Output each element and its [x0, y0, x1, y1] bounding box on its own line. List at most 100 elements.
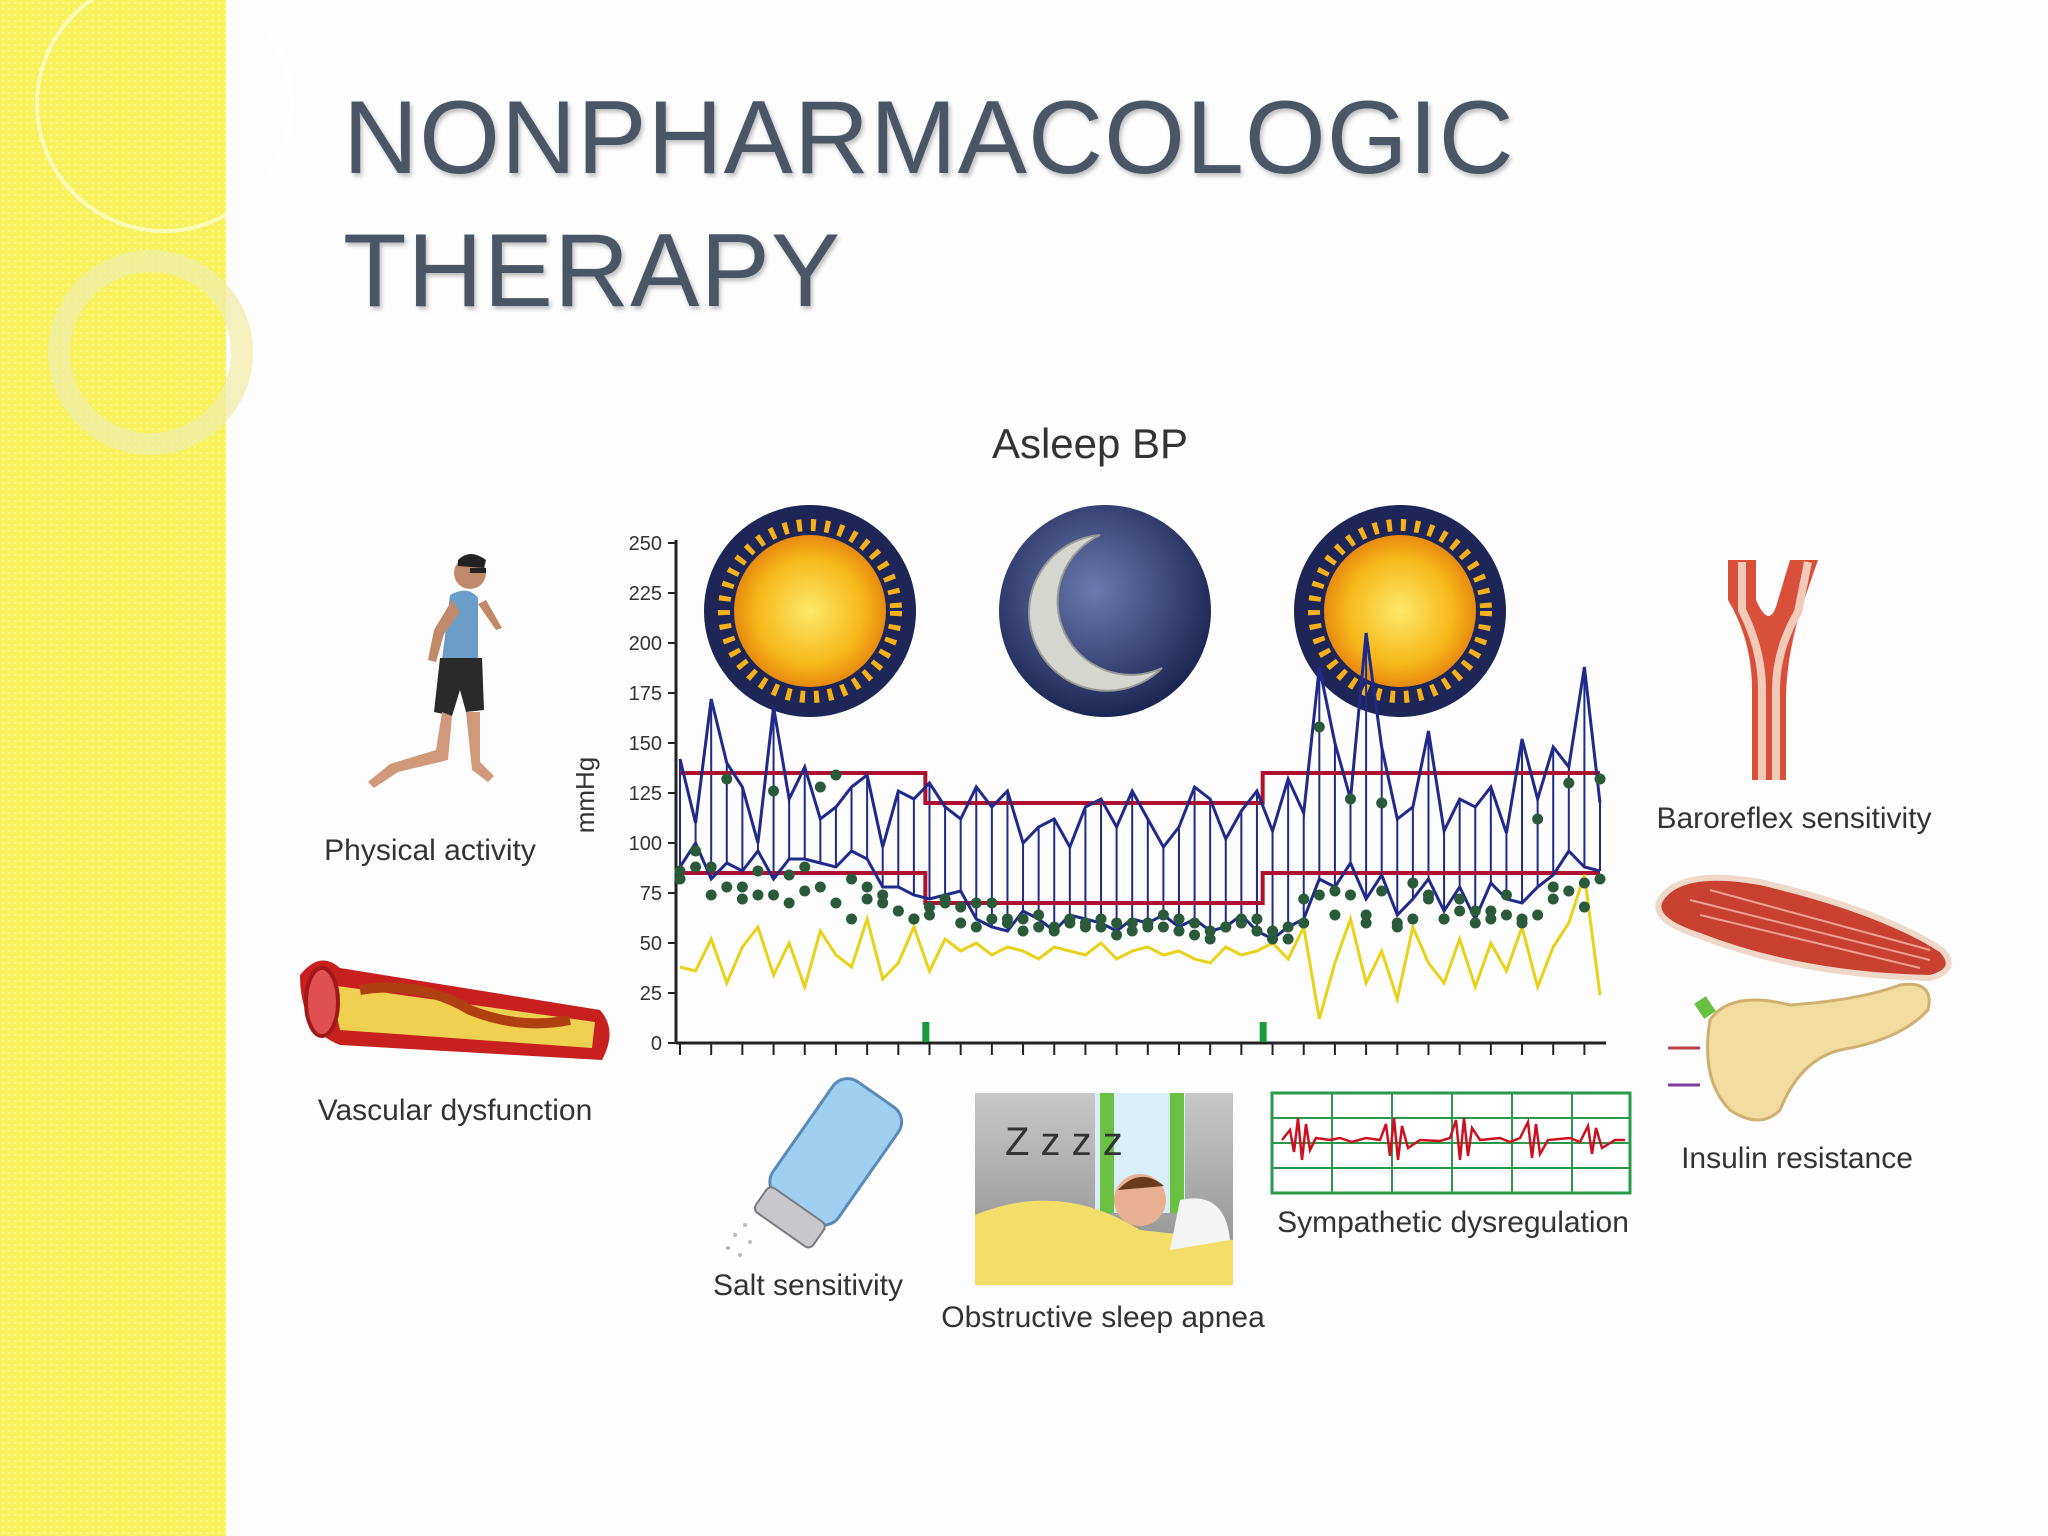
data-point: [752, 889, 764, 901]
data-point: [1111, 929, 1123, 941]
label-baroreflex-sensitivity: Baroreflex sensitivity: [1656, 802, 1931, 835]
data-point: [1157, 909, 1169, 921]
data-point: [923, 909, 935, 921]
data-point: [1563, 777, 1575, 789]
systolic-line: [678, 632, 1602, 851]
data-point: [846, 913, 858, 925]
data-point: [1407, 877, 1419, 889]
sleep-zzz: Z z z z: [1005, 1120, 1123, 1164]
data-point: [1095, 913, 1107, 925]
data-point: [955, 917, 967, 929]
data-point: [1001, 913, 1013, 925]
data-point: [846, 873, 858, 885]
data-point: [768, 889, 780, 901]
data-point: [1111, 917, 1123, 929]
data-point: [1329, 885, 1341, 897]
y-tick-label: 100: [629, 833, 662, 855]
data-point: [1391, 917, 1403, 929]
data-point: [1438, 913, 1450, 925]
data-point: [939, 893, 951, 905]
data-point: [814, 781, 826, 793]
data-point: [1532, 909, 1544, 921]
data-point: [1485, 913, 1497, 925]
data-point: [1547, 893, 1559, 905]
data-point: [1454, 905, 1466, 917]
muscle-icon: [1655, 874, 1952, 982]
data-point: [1173, 925, 1185, 937]
chart-title: Asleep BP: [992, 420, 1188, 467]
y-tick-label: 50: [640, 933, 662, 955]
data-point: [830, 897, 842, 909]
data-point: [1282, 921, 1294, 933]
data-point: [1017, 913, 1029, 925]
data-point: [1204, 925, 1216, 937]
y-tick-label: 175: [629, 683, 662, 705]
data-point: [877, 889, 889, 901]
threshold-line: [680, 871, 1600, 905]
data-point: [861, 893, 873, 905]
period-marker: [922, 1022, 930, 1042]
data-point: [736, 893, 748, 905]
runner-icon: [368, 554, 502, 788]
data-point: [690, 861, 702, 873]
data-point: [1422, 889, 1434, 901]
data-point: [799, 885, 811, 897]
data-point: [721, 881, 733, 893]
data-point: [1033, 921, 1045, 933]
artery-bifurcation-icon: [1728, 560, 1818, 780]
label-vascular-dysfunction: Vascular dysfunction: [318, 1094, 593, 1127]
data-point: [1516, 913, 1528, 925]
data-point: [1360, 917, 1372, 929]
data-point: [783, 869, 795, 881]
data-point: [1547, 881, 1559, 893]
data-point: [1126, 925, 1138, 937]
y-tick-label: 150: [629, 733, 662, 755]
sun-icon: [704, 505, 916, 717]
data-point: [1298, 917, 1310, 929]
y-tick-label: 250: [629, 533, 662, 555]
data-point: [877, 897, 889, 909]
data-point: [1563, 885, 1575, 897]
data-point: [1485, 905, 1497, 917]
data-point: [674, 873, 686, 885]
label-physical-activity: Physical activity: [324, 834, 536, 867]
data-point: [783, 897, 795, 909]
data-point: [1157, 921, 1169, 933]
label-obstructive-sleep-apnea: Obstructive sleep apnea: [941, 1301, 1265, 1334]
y-axis-label: mmHg: [570, 757, 600, 834]
data-point: [923, 901, 935, 913]
data-point: [690, 845, 702, 857]
data-point: [1017, 925, 1029, 937]
data-point: [1282, 933, 1294, 945]
data-point: [1251, 925, 1263, 937]
artery-plaque-icon: [300, 960, 610, 1060]
data-point: [1064, 917, 1076, 929]
y-tick-label: 0: [651, 1033, 662, 1055]
data-point: [736, 881, 748, 893]
data-point: [892, 905, 904, 917]
data-point: [1033, 909, 1045, 921]
data-point: [1578, 877, 1590, 889]
data-point: [814, 881, 826, 893]
data-point: [970, 897, 982, 909]
data-point: [1142, 921, 1154, 933]
moon-icon: [999, 505, 1211, 717]
data-point: [986, 913, 998, 925]
data-point: [1126, 917, 1138, 929]
data-point: [986, 897, 998, 909]
data-point: [1267, 925, 1279, 937]
data-point: [1189, 929, 1201, 941]
data-point: [1048, 921, 1060, 933]
data-point: [705, 889, 717, 901]
data-point: [861, 881, 873, 893]
data-point: [1360, 909, 1372, 921]
data-point: [1454, 893, 1466, 905]
data-point: [955, 901, 967, 913]
plot-area: [674, 632, 1606, 1042]
x-axis: [676, 1041, 1606, 1055]
data-point: [1220, 921, 1232, 933]
decorative-side-band: [0, 0, 226, 1536]
data-point: [1376, 885, 1388, 897]
data-point: [1345, 793, 1357, 805]
data-point: [970, 921, 982, 933]
